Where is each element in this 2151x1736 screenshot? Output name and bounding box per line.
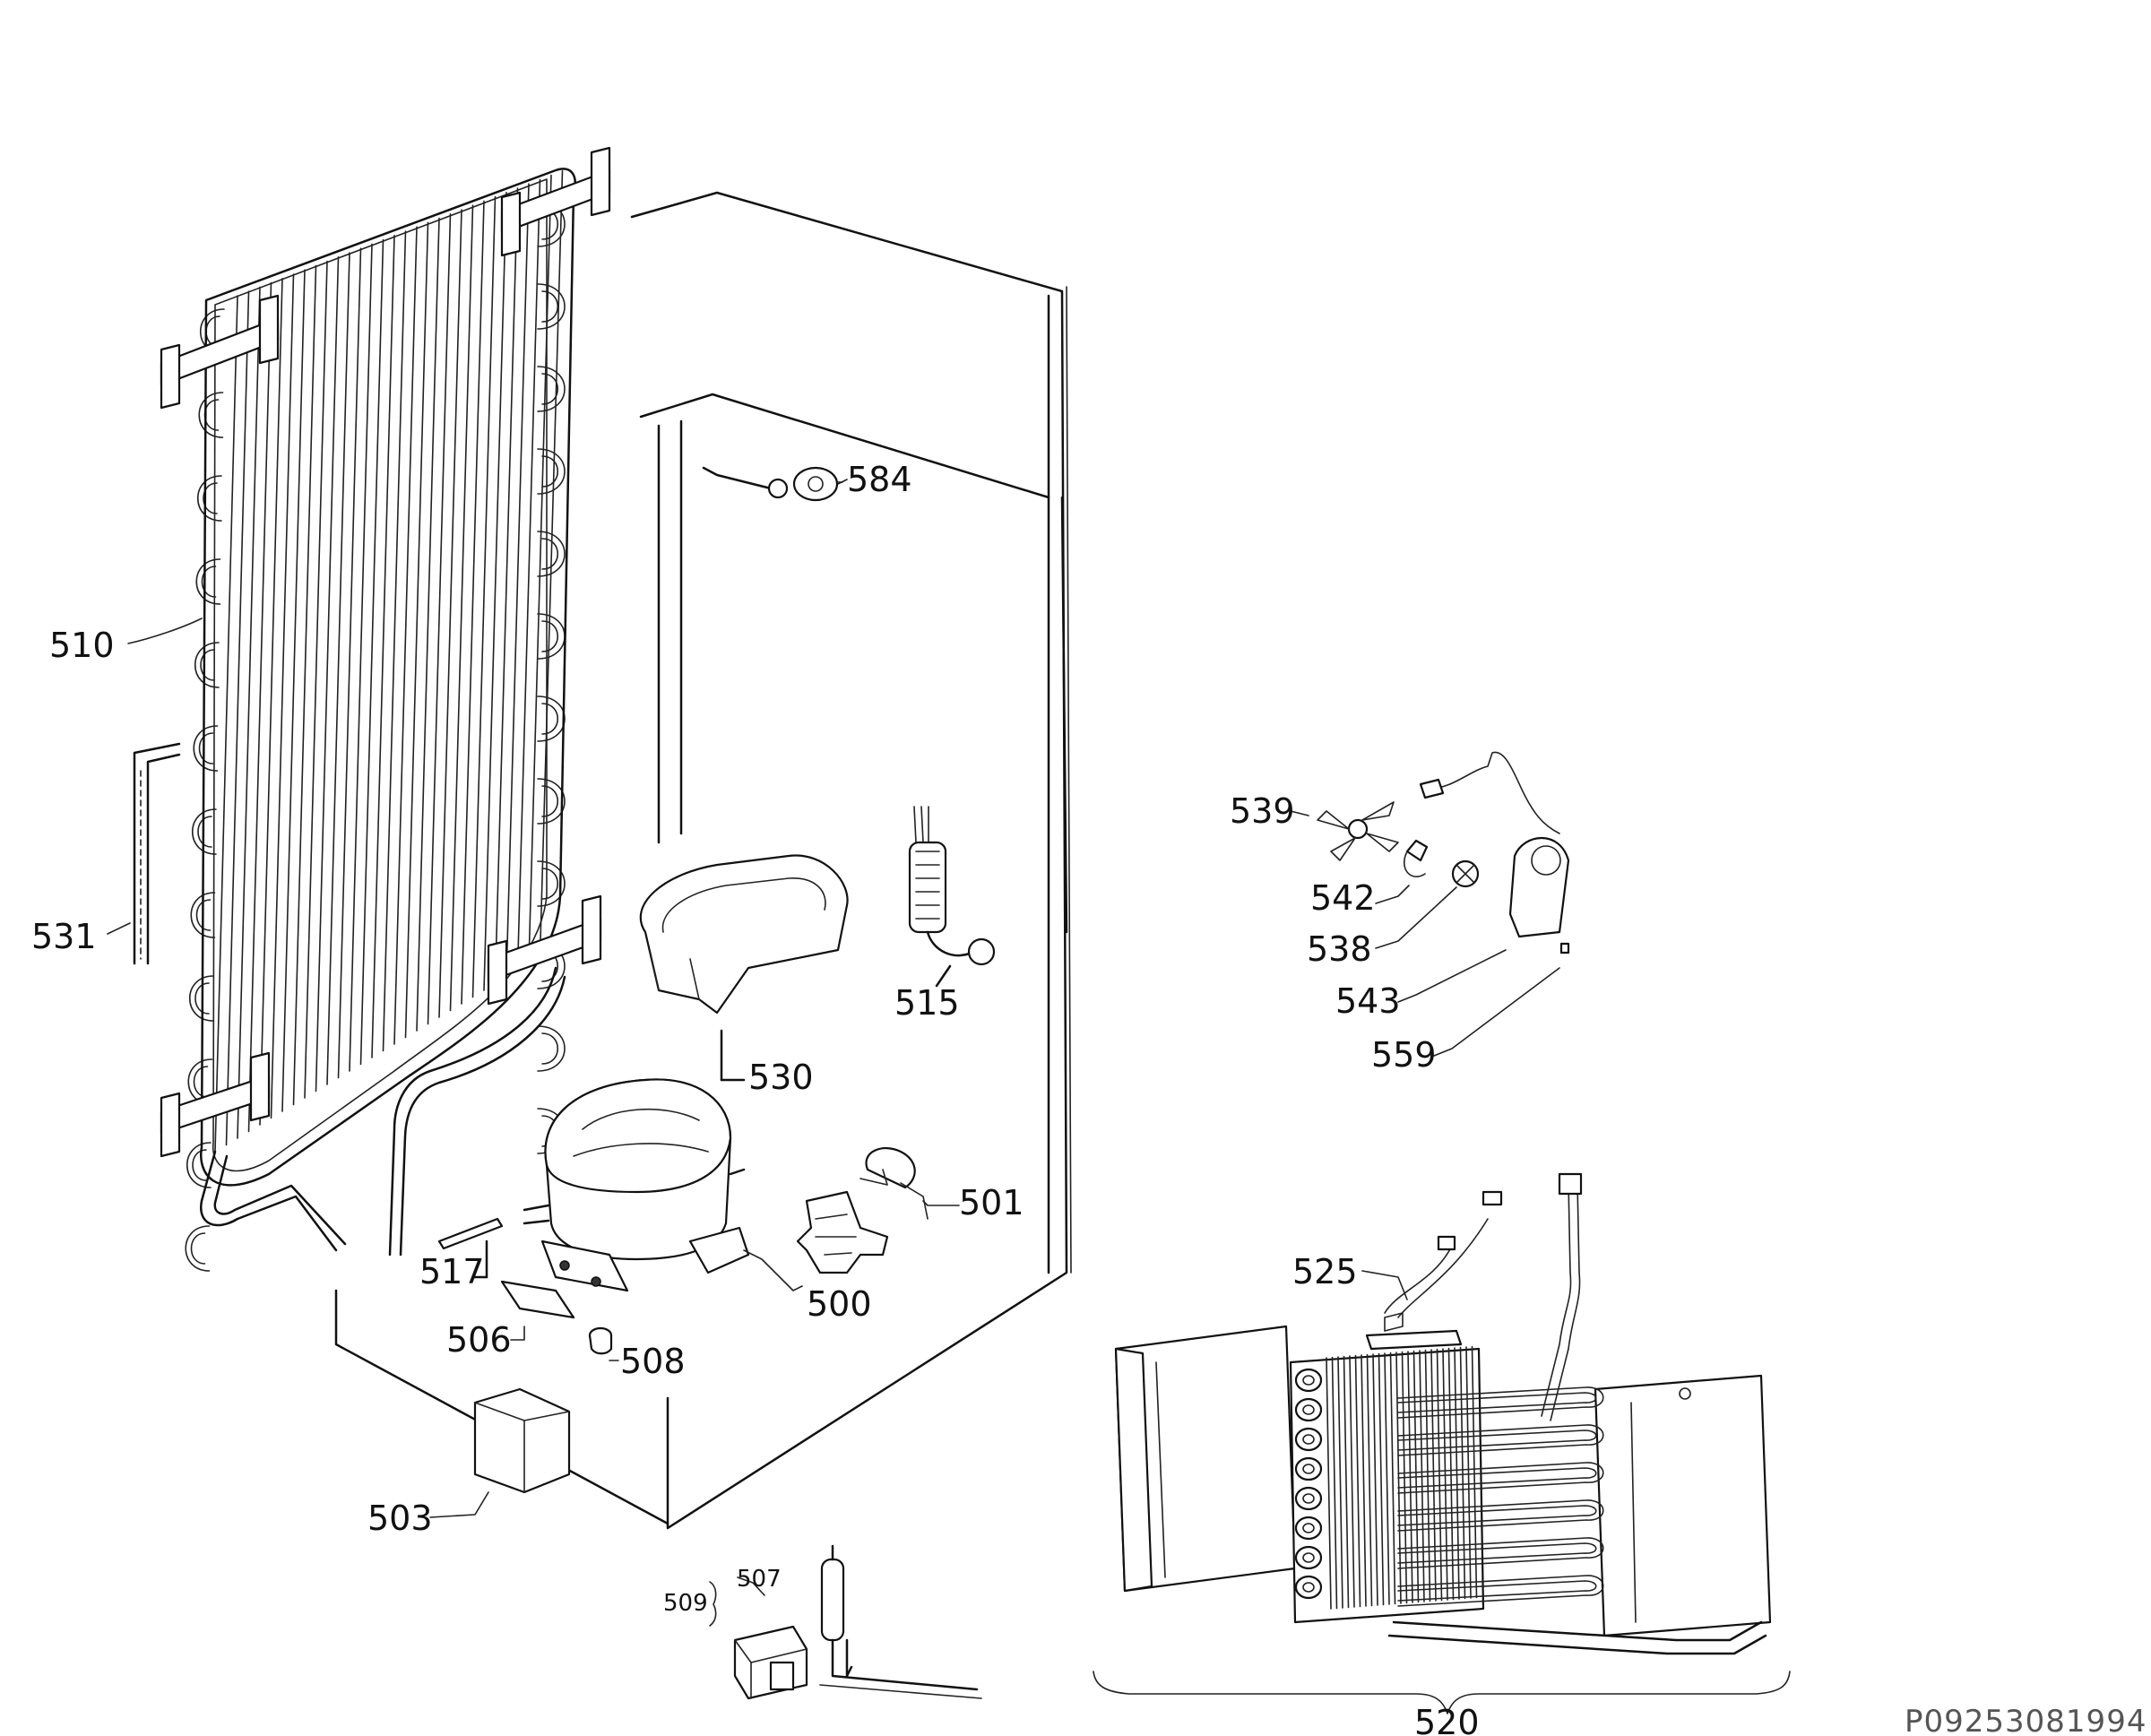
part-507-drier (819, 1544, 982, 1699)
part-520-evaporator (1114, 1172, 1772, 1655)
part-labels: 510 531 584 530 515 501 517 500 506 508 … (31, 460, 1480, 1736)
label-520: 520 (1414, 1703, 1480, 1736)
label-584: 584 (847, 460, 912, 499)
part-530-drip-tray (639, 854, 849, 1082)
leader-lines (107, 479, 1791, 1714)
part-584-sensor (702, 466, 843, 502)
part-508-grommet (588, 1326, 613, 1355)
cabinet-body (334, 191, 1072, 1530)
label-539: 539 (1230, 791, 1295, 831)
label-515: 515 (894, 983, 960, 1023)
label-525: 525 (1292, 1252, 1358, 1291)
label-508: 508 (620, 1342, 686, 1381)
fan-motor-assembly (1317, 751, 1570, 954)
part-503-box (473, 1387, 571, 1494)
label-507: 507 (737, 1566, 782, 1593)
part-517-tube (437, 1217, 504, 1279)
label-506: 506 (446, 1320, 512, 1360)
part-501-relay (796, 1147, 929, 1274)
part-500-compressor (523, 1078, 750, 1292)
condenser (160, 146, 611, 1272)
label-559: 559 (1371, 1035, 1437, 1075)
label-517: 517 (419, 1252, 485, 1291)
label-531: 531 (31, 917, 97, 956)
reference-code: P09253081994 (1905, 1704, 2147, 1736)
label-543: 543 (1335, 981, 1401, 1021)
part-515-heater (908, 806, 996, 988)
label-538: 538 (1307, 929, 1372, 969)
part-506-bracket (500, 1280, 575, 1319)
part-531-tube (133, 742, 181, 965)
label-510: 510 (49, 626, 115, 665)
label-500: 500 (807, 1284, 872, 1324)
label-509: 509 (663, 1590, 708, 1617)
label-542: 542 (1310, 878, 1376, 918)
label-501: 501 (959, 1183, 1024, 1222)
label-530: 530 (748, 1058, 814, 1097)
label-503: 503 (367, 1498, 433, 1538)
part-509-valve (733, 1625, 808, 1700)
